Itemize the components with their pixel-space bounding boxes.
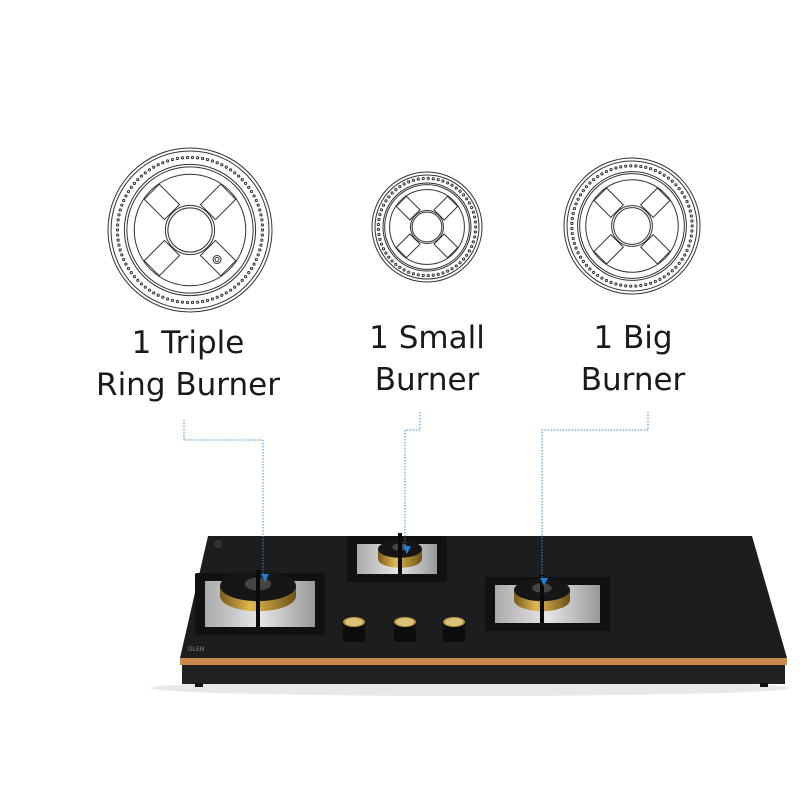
copper-trim: [180, 658, 787, 665]
burner-small: [347, 533, 447, 582]
control-knob[interactable]: [342, 617, 366, 642]
leader-line-small: [403, 412, 421, 554]
brand-logo: GLEN: [188, 646, 204, 653]
burner-triple: [195, 570, 325, 635]
label-small-burner: 1 Small Burner: [297, 317, 557, 401]
leader-lines: [183, 412, 649, 586]
leader-line-big: [540, 412, 649, 586]
cooktop: GLEN: [150, 536, 790, 696]
burner-big: [485, 574, 610, 631]
control-knob[interactable]: [393, 617, 417, 642]
small-burner-icon: [371, 171, 483, 283]
triple-ring-burner-icon: [107, 147, 273, 313]
label-triple-ring-burner: 1 Triple Ring Burner: [58, 322, 318, 406]
leader-line-triple: [183, 420, 269, 582]
label-line: 1 Big: [593, 320, 673, 356]
control-knob[interactable]: [442, 617, 466, 642]
label-line: Burner: [580, 362, 686, 398]
label-big-burner: 1 Big Burner: [503, 317, 763, 401]
label-line: 1 Small: [369, 320, 485, 356]
label-line: 1 Triple: [131, 325, 245, 361]
label-line: Ring Burner: [96, 367, 280, 403]
big-burner-icon: [563, 157, 701, 295]
label-line: Burner: [374, 362, 480, 398]
